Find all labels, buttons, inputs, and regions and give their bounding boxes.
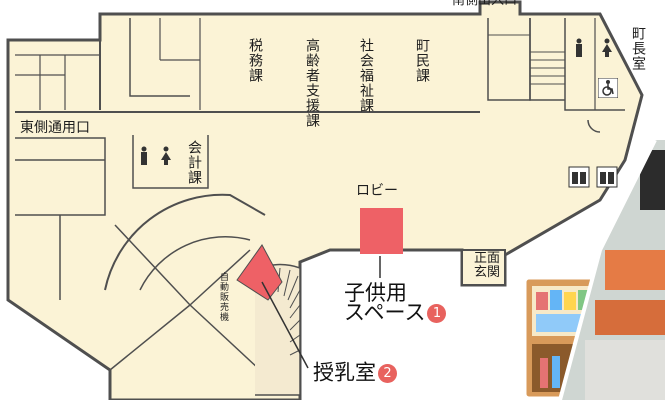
accounting-dept-label: 会計課 xyxy=(186,140,202,185)
kids-space-area xyxy=(360,208,403,254)
mayor-room-label: 町長室 xyxy=(630,26,646,71)
male-toilet-icon xyxy=(141,146,147,165)
social-welfare-dept-label: 社会福祉課 xyxy=(358,38,374,113)
nursing-room-area xyxy=(236,244,283,301)
wheelchair-icon xyxy=(598,78,618,98)
male-toilet-icon xyxy=(576,38,582,57)
tax-dept-label: 税務課 xyxy=(247,38,263,83)
east-entrance-label: 東側通用口 xyxy=(20,120,90,136)
kids-space-label-text: スペース xyxy=(344,300,426,325)
vending-machine-label: 自動販売機 xyxy=(218,272,228,322)
citizens-dept-label: 町民課 xyxy=(414,38,430,83)
south-entrance-label: 南側出入口 xyxy=(452,0,518,8)
lobby-label: ロビー xyxy=(356,183,398,199)
front-entrance-label: 正面玄関 xyxy=(474,251,501,280)
elevator-icon xyxy=(596,166,618,188)
nursing-room-number-badge: 2 xyxy=(378,364,397,383)
elderly-support-dept-label: 高齢者支援課 xyxy=(304,38,320,128)
kids-space-label-line1: 子供用 xyxy=(344,281,407,305)
nursing-room-label-text: 授乳室 xyxy=(313,360,376,385)
elevator-icon xyxy=(568,166,590,188)
kids-space-number-badge: 1 xyxy=(427,304,447,323)
female-toilet-icon xyxy=(161,146,171,165)
female-toilet-icon xyxy=(602,38,612,57)
